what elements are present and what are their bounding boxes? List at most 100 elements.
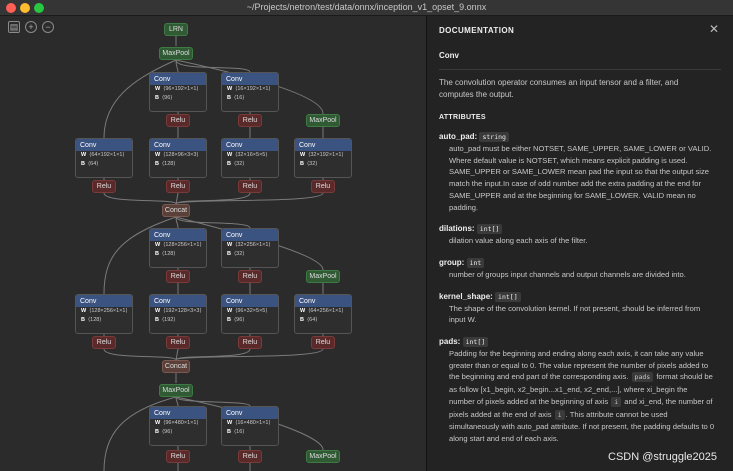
conv-node[interactable]: Conv W⟨32×16×5×5⟩ B⟨32⟩ — [221, 138, 279, 178]
conv-node-title: Conv — [150, 73, 206, 85]
weight-shape: ⟨64×256×1×1⟩ — [308, 308, 344, 314]
relu-node[interactable]: Relu — [166, 450, 190, 463]
bias-label: B — [155, 251, 159, 257]
title-bar: ~/Projects/netron/test/data/onnx/incepti… — [0, 0, 733, 16]
relu-node[interactable]: Relu — [238, 114, 262, 127]
bias-shape: ⟨128⟩ — [161, 161, 176, 167]
weight-shape: ⟨96×480×1×1⟩ — [163, 420, 199, 426]
relu-node[interactable]: Relu — [238, 180, 262, 193]
documentation-panel: DOCUMENTATION ✕ Conv The convolution ope… — [426, 16, 733, 471]
conv-node[interactable]: Conv W⟨32×256×1×1⟩ B⟨32⟩ — [221, 228, 279, 268]
attribute-item: dilations: int[] dilation value along ea… — [439, 224, 733, 247]
weight-label: W — [155, 86, 161, 92]
graph-edges — [103, 36, 324, 471]
lrn-node[interactable]: LRN — [164, 23, 188, 36]
relu-node[interactable]: Relu — [166, 114, 190, 127]
concat-node[interactable]: Concat — [162, 360, 190, 373]
attribute-type: string — [479, 132, 509, 142]
bias-label: B — [227, 95, 231, 101]
attribute-name: auto_pad: — [439, 132, 478, 141]
conv-node[interactable]: Conv W⟨128×256×1×1⟩ B⟨128⟩ — [75, 294, 133, 334]
relu-node[interactable]: Relu — [311, 336, 335, 349]
conv-node[interactable]: Conv W⟨64×256×1×1⟩ B⟨64⟩ — [294, 294, 352, 334]
relu-node[interactable]: Relu — [166, 180, 190, 193]
weight-label: W — [81, 152, 87, 158]
weight-shape: ⟨16×192×1×1⟩ — [235, 86, 271, 92]
bias-shape: ⟨16⟩ — [233, 429, 245, 435]
zoom-out-icon[interactable]: − — [42, 21, 54, 33]
conv-node-title: Conv — [150, 295, 206, 307]
conv-node[interactable]: Conv W⟨128×96×3×3⟩ B⟨128⟩ — [149, 138, 207, 178]
bias-label: B — [300, 317, 304, 323]
attribute-type: int[] — [462, 337, 489, 348]
conv-node[interactable]: Conv W⟨96×192×1×1⟩ B⟨96⟩ — [149, 72, 207, 112]
attribute-description: The shape of the convolution kernel. If … — [449, 303, 701, 325]
relu-node[interactable]: Relu — [166, 270, 190, 283]
relu-node[interactable]: Relu — [92, 336, 116, 349]
attribute-type: int — [466, 257, 485, 268]
weight-label: W — [300, 152, 306, 158]
relu-node[interactable]: Relu — [92, 180, 116, 193]
attribute-item: kernel_shape: int[] The shape of the con… — [439, 291, 733, 326]
conv-node-title: Conv — [222, 229, 278, 241]
maxpool-node[interactable]: MaxPool — [306, 450, 340, 463]
attribute-type: int[] — [476, 224, 503, 235]
relu-node[interactable]: Relu — [166, 336, 190, 349]
weight-label: W — [227, 86, 233, 92]
relu-node[interactable]: Relu — [238, 336, 262, 349]
attribute-type: int[] — [495, 291, 521, 302]
relu-node[interactable]: Relu — [238, 270, 262, 283]
maxpool-node[interactable]: MaxPool — [306, 114, 340, 127]
conv-node[interactable]: Conv W⟨16×192×1×1⟩ B⟨16⟩ — [221, 72, 279, 112]
bias-label: B — [227, 429, 231, 435]
bias-label: B — [300, 161, 304, 167]
close-icon[interactable]: ✕ — [708, 22, 719, 36]
conv-node-title: Conv — [150, 139, 206, 151]
bias-shape: ⟨192⟩ — [161, 317, 176, 323]
bias-label: B — [155, 429, 159, 435]
conv-node-title: Conv — [150, 229, 206, 241]
relu-node[interactable]: Relu — [311, 180, 335, 193]
weight-shape: ⟨128×256×1×1⟩ — [163, 242, 202, 248]
bias-label: B — [81, 317, 85, 323]
bias-shape: ⟨32⟩ — [233, 161, 245, 167]
maxpool-node[interactable]: MaxPool — [306, 270, 340, 283]
relu-node[interactable]: Relu — [238, 450, 262, 463]
minimize-window-button[interactable] — [20, 3, 30, 13]
conv-node[interactable]: Conv W⟨128×256×1×1⟩ B⟨128⟩ — [149, 228, 207, 268]
close-window-button[interactable] — [6, 3, 16, 13]
zoom-in-icon[interactable]: + — [25, 21, 37, 33]
zoom-window-button[interactable] — [34, 3, 44, 13]
bias-shape: ⟨32⟩ — [233, 251, 245, 257]
weight-label: W — [227, 152, 233, 158]
conv-node[interactable]: Conv W⟨32×192×1×1⟩ B⟨32⟩ — [294, 138, 352, 178]
weight-label: W — [81, 308, 87, 314]
divider — [439, 69, 721, 70]
conv-node[interactable]: Conv W⟨16×480×1×1⟩ B⟨16⟩ — [221, 406, 279, 446]
weight-label: W — [227, 308, 233, 314]
bias-shape: ⟨64⟩ — [306, 317, 318, 323]
weight-shape: ⟨32×256×1×1⟩ — [235, 242, 271, 248]
maxpool-node[interactable]: MaxPool — [159, 384, 193, 397]
attribute-description: Padding for the beginning and ending alo… — [449, 348, 715, 445]
conv-node[interactable]: Conv W⟨96×480×1×1⟩ B⟨96⟩ — [149, 406, 207, 446]
bias-shape: ⟨128⟩ — [87, 317, 102, 323]
conv-node-title: Conv — [222, 295, 278, 307]
conv-node[interactable]: Conv W⟨64×192×1×1⟩ B⟨64⟩ — [75, 138, 133, 178]
bias-shape: ⟨32⟩ — [306, 161, 318, 167]
weight-shape: ⟨32×16×5×5⟩ — [235, 152, 268, 158]
conv-node[interactable]: Conv W⟨96×32×5×5⟩ B⟨96⟩ — [221, 294, 279, 334]
attribute-item: auto_pad: string auto_pad must be either… — [439, 132, 733, 213]
sidebar-toggle-icon[interactable]: ▤ — [8, 21, 20, 33]
maxpool-node[interactable]: MaxPool — [159, 47, 193, 60]
inline-code: i — [611, 396, 622, 407]
concat-node[interactable]: Concat — [162, 204, 190, 217]
bias-label: B — [227, 161, 231, 167]
graph-canvas[interactable]: ▤ + − LRN MaxPool Conv W⟨96×192×1×1⟩ B⟨9… — [0, 16, 426, 471]
weight-shape: ⟨96×192×1×1⟩ — [163, 86, 199, 92]
panel-title: DOCUMENTATION — [439, 26, 515, 35]
inline-code: i — [554, 409, 565, 420]
description-text: Padding for the beginning and ending alo… — [449, 349, 709, 382]
conv-node[interactable]: Conv W⟨192×128×3×3⟩ B⟨192⟩ — [149, 294, 207, 334]
weight-label: W — [155, 152, 161, 158]
